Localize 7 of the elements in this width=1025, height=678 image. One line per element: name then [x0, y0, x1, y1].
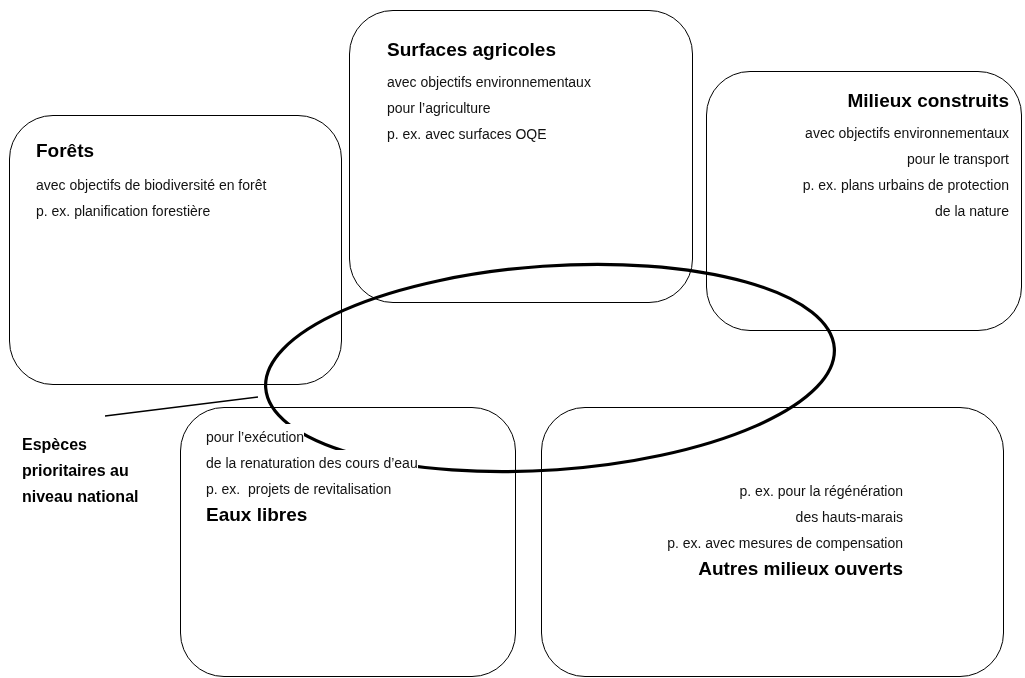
rounded-box	[9, 115, 342, 385]
rounded-box	[706, 71, 1022, 331]
rounded-box	[180, 407, 516, 677]
rounded-box	[349, 10, 693, 303]
annotation-text: Espèces prioritaires au niveau national	[22, 435, 140, 507]
leader-line	[104, 396, 259, 417]
rounded-box	[541, 407, 1004, 677]
